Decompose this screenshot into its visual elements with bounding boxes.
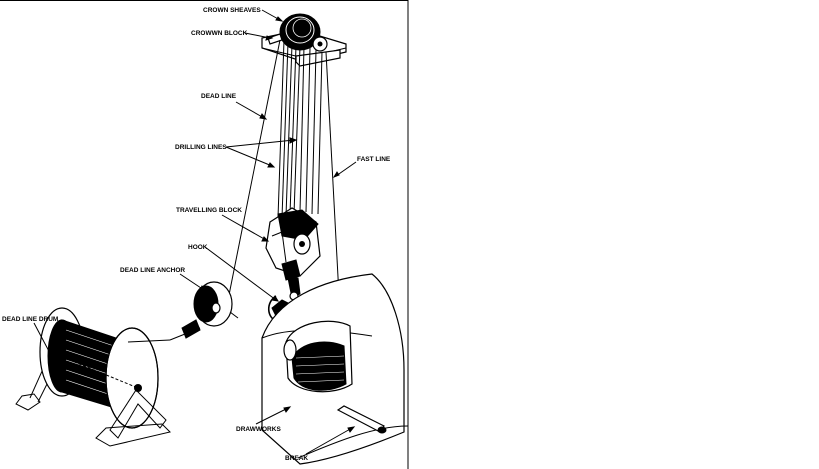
label-dead-line-drum: DEAD LINE DRUM <box>2 316 58 323</box>
label-break: BREAK <box>285 455 308 462</box>
label-hook: HOOK <box>188 244 208 251</box>
label-drilling-lines: DRILLING LINES <box>175 144 227 151</box>
travelling-block <box>265 207 321 281</box>
dead-line-drum <box>15 307 171 447</box>
label-drawworks: DRAWWORKS <box>236 426 281 433</box>
drawworks <box>261 273 409 465</box>
dead-line-anchor <box>169 281 239 341</box>
label-crown-sheaves: CROWN SHEAVES <box>203 7 261 14</box>
label-dead-line: DEAD LINE <box>201 93 237 100</box>
label-travelling-block: TRAVELLING BLOCK <box>176 207 242 214</box>
label-crown-block: CROWWN BLOCK <box>191 30 248 37</box>
label-dead-line-anchor: DEAD LINE ANCHOR <box>120 267 185 274</box>
drilling-lines <box>277 39 323 219</box>
label-fast-line: FAST LINE <box>357 156 391 163</box>
dead-line <box>227 39 281 301</box>
